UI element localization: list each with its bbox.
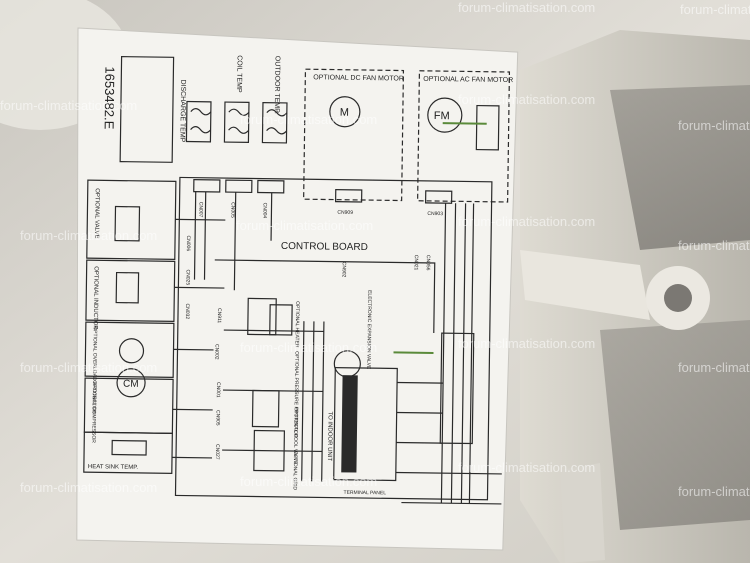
left-label-inductor: OPTIONAL INDUCTOR [92, 266, 99, 330]
watermark: forum-climatisation.com [240, 340, 378, 355]
connector-5: CN903 [427, 211, 443, 217]
connector-3: CN004 [261, 203, 267, 219]
watermark: forum-climatisation.com [678, 360, 750, 375]
connector-14: CN021 [413, 255, 419, 271]
connector-15: CN027 [214, 444, 220, 460]
left-label-overload: OPTIONAL OVERLOAD PROTECTOR [91, 326, 98, 413]
watermark: forum-climatisation.com [458, 214, 596, 229]
fan-label-dc: OPTIONAL DC FAN MOTOR [313, 74, 404, 82]
watermark: forum-climatisation.com [240, 112, 378, 127]
connector-8: CN032 [184, 304, 190, 320]
connector-9: CN002 [213, 344, 219, 360]
connector-1: CN007 [197, 202, 203, 218]
fan-label-ac: OPTIONAL AC FAN MOTOR [423, 76, 513, 84]
watermark: forum-climatisation.com [678, 238, 750, 253]
left-label-heatsink: HEAT SINK TEMP. [88, 464, 139, 471]
right-label-indoor: TO INDOOR UNIT [326, 412, 333, 462]
connector-6: CN006 [185, 236, 191, 252]
watermark: forum-climatisation.com [240, 474, 378, 489]
sensor-label-discharge: DISCHARGE TEMP [178, 79, 186, 142]
board-title: CONTROL BOARD [281, 241, 368, 253]
fan-symbol-m: M [340, 107, 349, 119]
watermark: forum-climatisation.com [458, 92, 596, 107]
left-label-compressor: OPTIONAL COMPRESSOR [90, 380, 97, 443]
right-label-eev: ELECTRONIC EXPANSION VALVE [365, 290, 372, 370]
connector-10: CN911 [216, 308, 222, 323]
watermark: forum-climatisation.com [20, 480, 158, 495]
watermark: forum-climatisation.com [458, 0, 596, 15]
left-label-valve: OPTIONAL VALVE [93, 188, 100, 238]
mid-label-coolvalve: OPTIONAL COOL VALVE [292, 407, 299, 465]
wiring-label: 1653482.E CONTROL BOARD DISCHARGE TEMP C… [76, 27, 519, 551]
connector-2: CN005 [229, 202, 235, 218]
connector-4: CN909 [337, 210, 353, 216]
watermark: forum-climatisation.com [678, 118, 750, 133]
mid-label-pressure: OPTIONAL PRESSURE PROTECTOR [292, 351, 299, 438]
watermark: forum-climatisation.com [20, 360, 158, 375]
right-label-terminal: TERMINAL PANEL [343, 490, 386, 497]
connector-7: CN025 [184, 270, 190, 286]
connector-12: CN902 [341, 262, 347, 278]
watermark: forum-climatisation.com [678, 484, 750, 499]
doc-number: 1653482.E [102, 66, 118, 129]
sensor-label-outdoor: OUTDOOR TEMP. [273, 56, 281, 114]
connector-13: CN905 [214, 410, 220, 426]
connector-11: CN001 [215, 382, 221, 398]
watermark: forum-climatisation.com [458, 460, 596, 475]
compressor-symbol: CM [123, 379, 139, 390]
connector-16: CN056 [425, 255, 431, 271]
mid-label-heater: OPTIONAL HEATER [294, 301, 301, 348]
plastic-box [520, 30, 750, 563]
mid-label-grid: OPTIONAL GRID [292, 451, 299, 490]
watermark: forum-climatisation.com [458, 336, 596, 351]
fan-symbol-fm: FM [434, 110, 450, 122]
sensor-label-coil: COIL TEMP [235, 55, 243, 93]
watermark: forum-climatisation.com [20, 228, 158, 243]
watermark: forum-climatisation.com [680, 2, 750, 17]
watermark: forum-climatisation.com [236, 218, 374, 233]
watermark: forum-climatisation.com [0, 98, 138, 113]
